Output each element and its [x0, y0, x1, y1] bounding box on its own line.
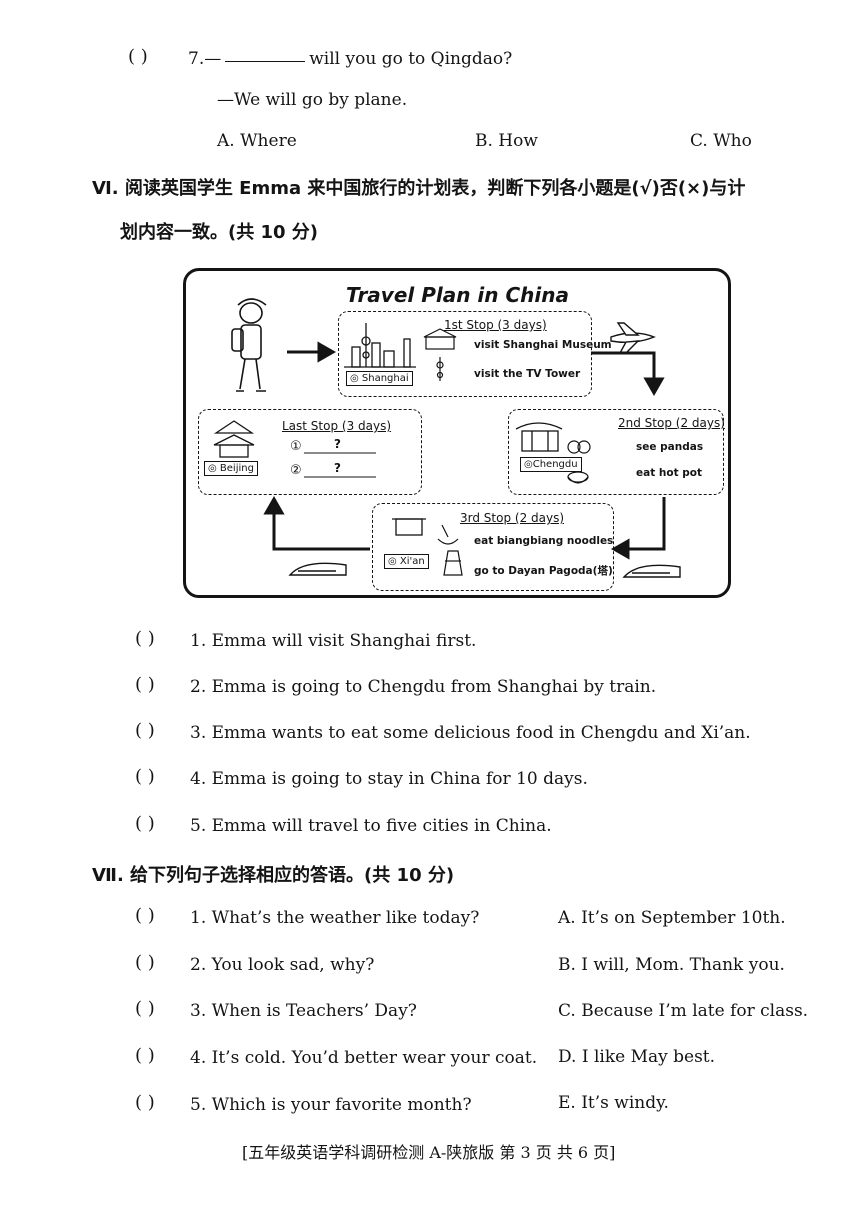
city-tag-chengdu: ◎Chengdu: [520, 457, 582, 472]
figure-title: Travel Plan in China: [346, 283, 569, 307]
answer-paren[interactable]: ( ): [135, 1045, 155, 1066]
last-stop-marker-1: ①: [290, 439, 302, 454]
page-footer: [五年级英语学科调研检测 A-陕旅版 第 3 页 共 6 页]: [242, 1143, 616, 1162]
museum-icon: [423, 328, 457, 350]
match-answer-b: B. I will, Mom. Thank you.: [558, 955, 785, 975]
match-question-4: 4. It’s cold. You’d better wear your coa…: [190, 1048, 538, 1068]
arrow-to-last-stop-icon: [263, 495, 370, 551]
answer-paren[interactable]: ( ): [135, 674, 155, 695]
option-c[interactable]: C. Who: [690, 131, 752, 151]
answer-paren[interactable]: ( ): [135, 905, 155, 926]
judge-question-1: 1. Emma will visit Shanghai first.: [190, 631, 477, 651]
answer-paren[interactable]: ( ): [135, 720, 155, 741]
first-stop-box: [338, 311, 592, 397]
answer-paren[interactable]: ( ): [135, 998, 155, 1019]
train-icon: [288, 562, 347, 576]
last-stop-title: Last Stop (3 days): [282, 419, 392, 433]
third-stop-box: [372, 503, 614, 591]
city-tag-xian: ◎ Xi'an: [384, 554, 429, 569]
last-stop-marker-2: ②: [290, 463, 302, 478]
city-name: Shanghai: [361, 373, 409, 384]
city-name: Xi'an: [399, 556, 425, 567]
beijing-temple-icon: [213, 420, 255, 458]
question-dash: —: [204, 49, 222, 69]
last-stop-unknown-1: ?: [334, 437, 341, 451]
second-stop-item-1: see pandas: [636, 441, 704, 453]
first-stop-item-2: visit the TV Tower: [474, 368, 581, 380]
match-answer-d: D. I like May best.: [558, 1047, 716, 1067]
second-stop-item-2: eat hot pot: [636, 467, 702, 479]
train-icon: [622, 564, 681, 578]
judge-question-2: 2. Emma is going to Chengdu from Shangha…: [190, 677, 657, 697]
last-stop-box: [198, 409, 422, 495]
section-7-title: Ⅶ. 给下列句子选择相应的答语。(共 10 分): [92, 865, 455, 886]
answer-paren[interactable]: ( ): [135, 628, 155, 649]
answer-paren[interactable]: ( ): [135, 766, 155, 787]
noodles-icon: [437, 524, 459, 545]
match-answer-c: C. Because I’m late for class.: [558, 1001, 809, 1021]
match-question-3: 3. When is Teachers’ Day?: [190, 1001, 417, 1021]
second-stop-box: [508, 409, 724, 495]
question-text: will you go to Qingdao?: [309, 49, 513, 69]
first-stop-title: 1st Stop (3 days): [444, 318, 547, 332]
city-name: Beijing: [219, 463, 254, 474]
third-stop-item-1: eat biangbiang noodles: [474, 535, 614, 547]
question-7-answer: —We will go by plane.: [217, 90, 408, 110]
city-name: Chengdu: [532, 459, 578, 470]
answer-paren[interactable]: ( ): [135, 813, 155, 834]
judge-question-4: 4. Emma is going to stay in China for 10…: [190, 769, 588, 789]
option-b[interactable]: B. How: [475, 131, 538, 151]
city-tag-beijing: ◎ Beijing: [204, 461, 258, 476]
arrow-to-third-stop-icon: [610, 497, 666, 560]
match-question-2: 2. You look sad, why?: [190, 955, 375, 975]
shanghai-skyline-icon: [344, 323, 416, 368]
arrow-to-first-stop-icon: [287, 341, 337, 363]
pagoda-icon: [443, 550, 463, 576]
question-7: 7.— will you go to Qingdao?: [188, 49, 512, 69]
answer-paren[interactable]: ( ): [128, 46, 148, 67]
xian-gate-icon: [392, 518, 426, 536]
city-tag-shanghai: ◎ Shanghai: [346, 371, 413, 386]
section-6-title: Ⅵ. 阅读英国学生 Emma 来中国旅行的计划表，判断下列各小题是(√)否(×)…: [92, 178, 746, 199]
match-question-1: 1. What’s the weather like today?: [190, 908, 480, 928]
section-6-title-cont: 划内容一致。(共 10 分): [120, 222, 319, 243]
travel-plan-drawing: [213, 298, 681, 578]
third-stop-item-2: go to Dayan Pagoda(塔): [474, 565, 613, 577]
traveler-icon: [231, 298, 267, 392]
travel-plan-figure: Travel Plan in China 1st Stop (3 days) v…: [183, 268, 731, 598]
last-stop-unknown-2: ?: [334, 461, 341, 475]
fill-blank[interactable]: [225, 60, 306, 62]
answer-paren[interactable]: ( ): [135, 952, 155, 973]
match-answer-e: E. It’s windy.: [558, 1093, 669, 1113]
second-stop-title: 2nd Stop (2 days): [618, 416, 725, 430]
answer-paren[interactable]: ( ): [135, 1092, 155, 1113]
judge-question-3: 3. Emma wants to eat some delicious food…: [190, 723, 751, 743]
tv-tower-icon: [436, 357, 444, 381]
panda-icon: [567, 440, 591, 454]
match-question-5: 5. Which is your favorite month?: [190, 1095, 472, 1115]
hot-pot-icon: [567, 471, 589, 484]
match-answer-a: A. It’s on September 10th.: [558, 908, 786, 928]
first-stop-item-1: visit Shanghai Museum: [474, 339, 612, 351]
chengdu-gate-icon: [515, 422, 563, 452]
judge-question-5: 5. Emma will travel to five cities in Ch…: [190, 816, 552, 836]
third-stop-title: 3rd Stop (2 days): [460, 511, 565, 525]
option-a[interactable]: A. Where: [217, 131, 297, 151]
plane-icon: [610, 322, 656, 354]
question-number: 7.: [188, 49, 205, 69]
arrow-to-second-stop-icon: [591, 351, 665, 397]
